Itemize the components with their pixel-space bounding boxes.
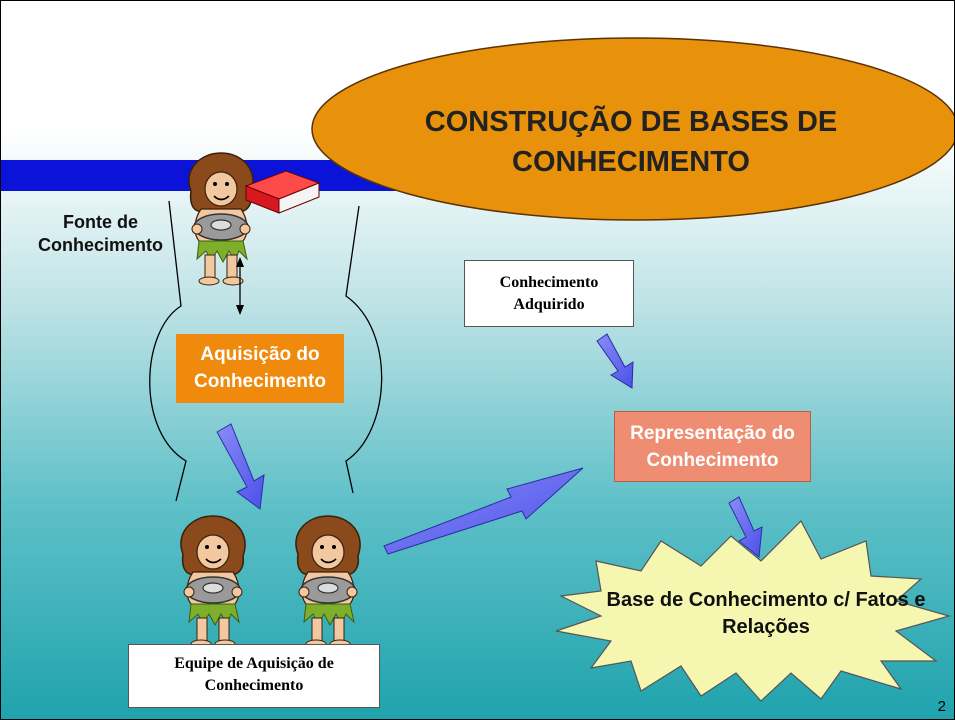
page-number: 2 — [937, 698, 946, 715]
source-label: Fonte de Conhecimento — [37, 212, 163, 255]
funnel-left — [149, 200, 187, 502]
team-box: Equipe de Aquisição de Conhecimento — [128, 644, 380, 708]
arrow-diagonal-icon — [383, 467, 584, 555]
caveman-icon — [295, 515, 361, 649]
caveman-icon — [180, 515, 246, 649]
slide-title: CONSTRUÇÃO DE BASES DE CONHECIMENTO — [424, 106, 838, 178]
representation-box: Representação do Conhecimento — [614, 411, 811, 482]
acquired-knowledge-box: Conhecimento Adquirido — [464, 260, 634, 327]
knowledge-base-label: Base de Conhecimento c/ Fatos e Relações — [606, 589, 926, 638]
knowledge-base-star — [555, 519, 952, 702]
book-icon — [244, 170, 321, 214]
arrow-down-2-icon — [596, 333, 634, 389]
title-ellipse — [311, 37, 954, 221]
funnel-right — [345, 205, 383, 494]
acquisition-box: Aquisição do Conhecimento — [176, 334, 344, 403]
arrow-down-3-icon — [728, 496, 763, 558]
arrow-down-1-icon — [216, 423, 265, 510]
caveman-icon — [188, 152, 254, 286]
double-arrow-icon — [236, 257, 244, 315]
